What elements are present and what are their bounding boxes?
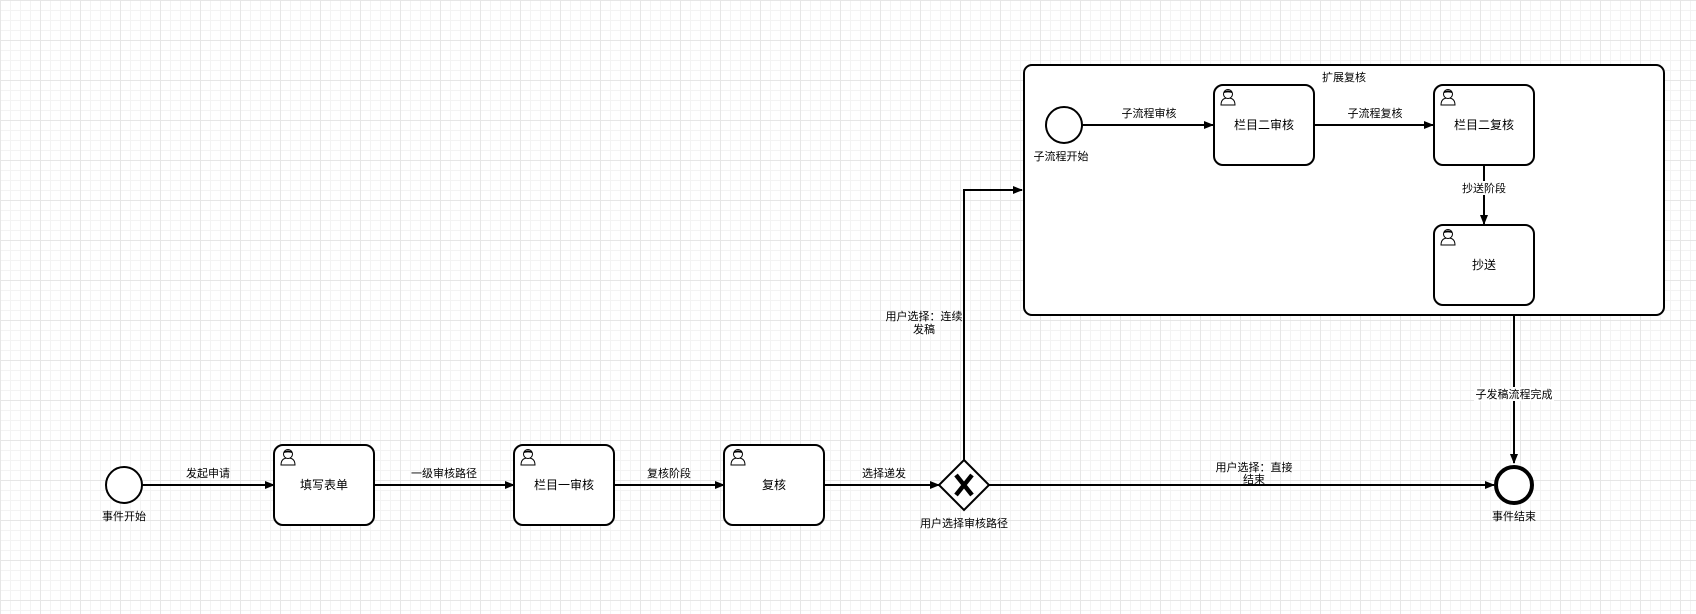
task-label: 抄送 (1472, 257, 1496, 272)
task-recheck[interactable]: 复核 (723, 444, 825, 526)
flow-label-continue-line2: 发稿 (913, 322, 935, 336)
task-fill-form[interactable]: 填写表单 (273, 444, 375, 526)
task-label: 复核 (762, 478, 786, 492)
start-event[interactable]: 事件开始 (102, 466, 146, 523)
flow-label-direct-line2: 结束 (1243, 473, 1265, 486)
subprocess-title: 扩展复核 (1322, 70, 1366, 84)
flow-label-sub-review: 子流程审核 (1122, 106, 1177, 120)
flow-direct-end[interactable]: 用户选择：直接 结束 (989, 460, 1495, 489)
flow-recheck-stage[interactable]: 复核阶段 (614, 466, 725, 489)
task-label: 栏目二复核 (1454, 117, 1514, 132)
task-col2-review[interactable]: 栏目二审核 (1213, 84, 1315, 166)
x-icon (954, 473, 974, 497)
task-label: 栏目一审核 (534, 477, 594, 492)
gateway-label: 用户选择审核路径 (920, 516, 1008, 530)
task-cc[interactable]: 抄送 (1433, 224, 1535, 306)
task-label: 栏目二审核 (1234, 117, 1294, 132)
flow-sub-review[interactable]: 子流程审核 (1082, 106, 1214, 129)
end-event[interactable]: 事件结束 (1492, 465, 1536, 523)
flow-sub-done[interactable]: 子发稿流程完成 (1474, 316, 1554, 464)
exclusive-gateway[interactable]: 用户选择审核路径 (920, 458, 1008, 530)
task-col2-recheck[interactable]: 栏目二复核 (1433, 84, 1535, 166)
flow-label-level1: 一级审核路径 (411, 466, 477, 480)
flow-submit[interactable]: 发起申请 (142, 466, 275, 489)
subprocess-extended-review[interactable]: 扩展复核 (1023, 64, 1665, 316)
flow-continue[interactable]: 用户选择：连续 发稿 (886, 186, 1023, 460)
flow-label-choose-send: 选择递发 (862, 466, 906, 480)
flow-level1[interactable]: 一级审核路径 (374, 466, 515, 489)
flow-label-continue-line1: 用户选择：连续 (886, 309, 963, 323)
subprocess-start-label: 子流程开始 (1034, 149, 1089, 163)
task-col1-review[interactable]: 栏目一审核 (513, 444, 615, 526)
flow-label-sub-recheck: 子流程复核 (1348, 106, 1403, 120)
flow-label-sub-done: 子发稿流程完成 (1476, 387, 1553, 401)
flow-label-cc-stage: 抄送阶段 (1462, 181, 1506, 195)
flow-label-submit: 发起申请 (186, 466, 230, 480)
flow-label-direct-line1: 用户选择：直接 (1216, 460, 1293, 474)
flow-cc-stage[interactable]: 抄送阶段 (1458, 165, 1510, 225)
end-event-label: 事件结束 (1492, 510, 1536, 523)
start-event-label: 事件开始 (102, 509, 146, 523)
subprocess-start-event[interactable]: 子流程开始 (1034, 106, 1089, 163)
flow-label-recheck-stage: 复核阶段 (647, 466, 691, 480)
flow-choose-send[interactable]: 选择递发 (824, 466, 940, 489)
flow-sub-recheck[interactable]: 子流程复核 (1314, 106, 1434, 129)
task-label: 填写表单 (300, 478, 348, 492)
